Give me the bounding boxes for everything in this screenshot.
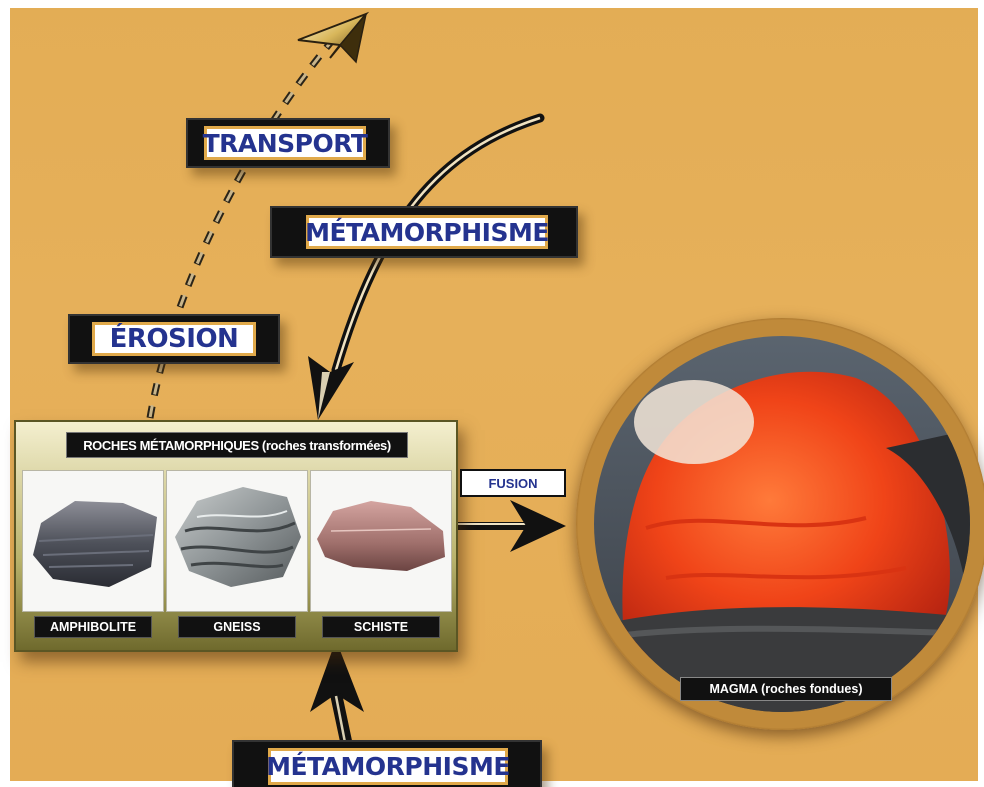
gneiss-image (167, 471, 307, 611)
transport-label: TRANSPORT (186, 118, 390, 168)
erosion-label-text: ÉROSION (92, 322, 256, 356)
schiste-image (311, 471, 451, 611)
amphibolite-image (23, 471, 163, 611)
metamorphisme-top-label-text: MÉTAMORPHISME (306, 215, 548, 249)
metamorphism-arrowhead-top (308, 356, 354, 420)
rock-name-gneiss: GNEISS (178, 616, 296, 638)
metamorphisme-bottom-label-text: MÉTAMORPHISME (268, 748, 508, 785)
magma-label: MAGMA (roches fondues) (680, 677, 892, 701)
magma-image (586, 328, 978, 720)
rock-card-gneiss (166, 470, 308, 612)
rock-name-schiste: SCHISTE (322, 616, 440, 638)
metamorphisme-bottom-label: MÉTAMORPHISME (232, 740, 542, 787)
rock-card-schiste (310, 470, 452, 612)
erosion-label: ÉROSION (68, 314, 280, 364)
metamorphisme-top-label: MÉTAMORPHISME (270, 206, 578, 258)
metamorphic-rocks-panel: ROCHES MÉTAMORPHIQUES (roches transformé… (14, 420, 458, 652)
metamorphic-rocks-title: ROCHES MÉTAMORPHIQUES (roches transformé… (66, 432, 408, 458)
fusion-label: FUSION (460, 469, 566, 497)
rock-card-amphibolite (22, 470, 164, 612)
rock-name-amphibolite: AMPHIBOLITE (34, 616, 152, 638)
transport-label-text: TRANSPORT (204, 126, 366, 160)
